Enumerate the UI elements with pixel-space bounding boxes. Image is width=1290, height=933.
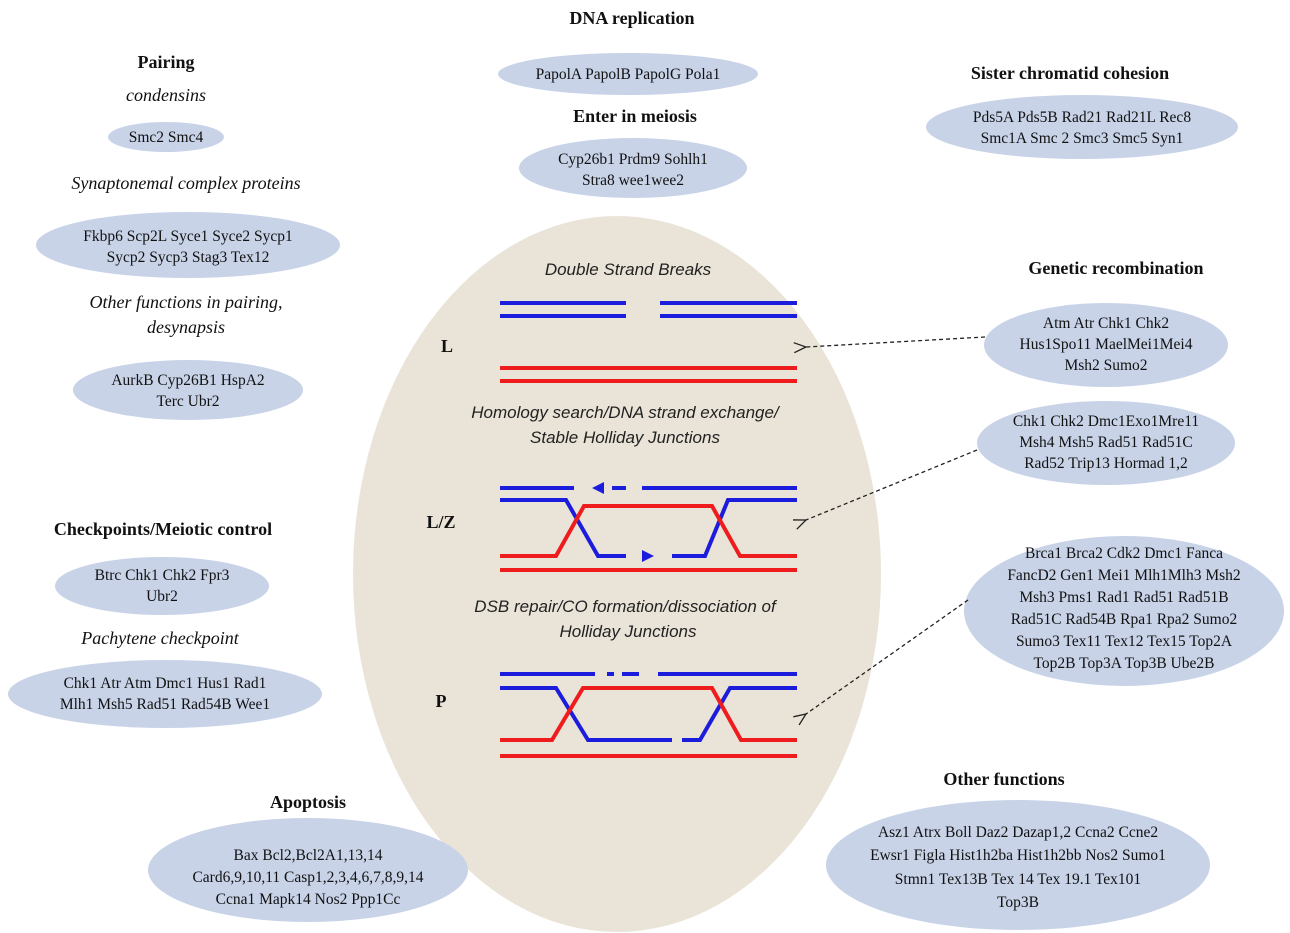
other-functions-line4: Top3B xyxy=(997,894,1039,911)
recombination-group1-line1: Atm Atr Chk1 Chk2 xyxy=(1043,315,1169,332)
checkpoints-title: Checkpoints/Meiotic control xyxy=(54,519,272,539)
recombination-group2-bubble xyxy=(977,401,1235,485)
apoptosis-genes-line3: Ccna1 Mapk14 Nos2 Ppp1Cc xyxy=(216,891,401,908)
recombination-title: Genetic recombination xyxy=(1028,258,1203,278)
other-pairing-label-line2: desynapsis xyxy=(147,317,225,337)
sister-cohesion-title: Sister chromatid cohesion xyxy=(971,63,1169,83)
blue-crossing-strand-right xyxy=(682,686,797,742)
checkpoints-bubble xyxy=(55,557,269,615)
blue-crossing-strand-right xyxy=(672,498,797,558)
enter-meiosis-genes-line1: Cyp26b1 Prdm9 Sohlh1 xyxy=(558,151,708,168)
recombination-group2-line2: Msh4 Msh5 Rad51 Rad51C xyxy=(1019,434,1193,451)
red-crossing-strand xyxy=(500,686,797,742)
checkpoints-genes-line1: Btrc Chk1 Chk2 Fpr3 xyxy=(95,567,230,584)
dashed-arrow-to-L xyxy=(806,336,986,347)
recombination-group3-line6: Top2B Top3A Top3B Ube2B xyxy=(1034,655,1215,672)
recombination-group1-line3: Msh2 Sumo2 xyxy=(1064,357,1147,374)
process-homology-label-line1: Homology search/DNA strand exchange/ xyxy=(471,403,781,422)
other-pairing-bubble xyxy=(73,360,303,420)
recombination-group3-line4: Rad51C Rad54B Rpa1 Rpa2 Sumo2 xyxy=(1011,611,1237,628)
strand-exchange-chromatids xyxy=(500,486,797,572)
pachytene-genes-line2: Mlh1 Msh5 Rad51 Rad54B Wee1 xyxy=(60,696,270,713)
enter-meiosis-bubble xyxy=(519,138,747,198)
connector-arrows xyxy=(806,336,986,714)
recombination-group3-line5: Sumo3 Tex11 Tex12 Tex15 Top2A xyxy=(1016,633,1233,650)
process-dsb-label: Double Strand Breaks xyxy=(545,260,712,279)
process-repair-label-line1: DSB repair/CO formation/dissociation of xyxy=(474,597,778,616)
apoptosis-genes-line2: Card6,9,10,11 Casp1,2,3,4,6,7,8,9,14 xyxy=(192,869,423,886)
sc-proteins-bubble xyxy=(36,212,340,278)
other-functions-title: Other functions xyxy=(943,769,1064,789)
stage-label-leptotene-zygotene: L/Z xyxy=(426,512,455,532)
blue-crossing-strand-left xyxy=(500,686,672,742)
meiosis-stages-ellipse xyxy=(353,216,881,932)
pachytene-bubble xyxy=(8,660,322,728)
stage-label-leptotene: L xyxy=(441,336,453,356)
recombination-group2-line1: Chk1 Chk2 Dmc1Exo1Mre11 xyxy=(1013,413,1199,430)
other-pairing-genes-line1: AurkB Cyp26B1 HspA2 xyxy=(111,372,264,389)
dashed-arrow-to-P xyxy=(806,599,969,714)
process-homology-label-line2: Stable Holliday Junctions xyxy=(530,428,720,447)
sister-cohesion-bubble xyxy=(926,95,1238,159)
pairing-title: Pairing xyxy=(138,52,195,72)
apoptosis-bubble xyxy=(148,818,468,922)
condensins-bubble xyxy=(108,122,224,152)
recombination-group1-line2: Hus1Spo11 MaelMei1Mei4 xyxy=(1020,336,1193,353)
blue-crossing-strand-left xyxy=(500,498,626,558)
other-functions-line2: Ewsr1 Figla Hist1h2ba Hist1h2bb Nos2 Sum… xyxy=(870,847,1166,864)
blue-right-arrowhead xyxy=(642,550,654,562)
dna-replication-genes: PapolA PapolB PapolG Pola1 xyxy=(536,66,721,83)
other-functions-line3: Stmn1 Tex13B Tex 14 Tex 19.1 Tex101 xyxy=(895,871,1141,888)
other-functions-bubble xyxy=(826,800,1210,930)
checkpoints-genes-line2: Ubr2 xyxy=(146,588,178,605)
recombination-group3-line1: Brca1 Brca2 Cdk2 Dmc1 Fanca xyxy=(1025,545,1223,562)
dna-replication-bubble xyxy=(498,53,758,95)
other-pairing-genes-line2: Terc Ubr2 xyxy=(156,393,219,410)
process-repair-label-line2: Holliday Junctions xyxy=(559,622,697,641)
dsb-chromatids xyxy=(500,301,797,383)
apoptosis-title: Apoptosis xyxy=(270,792,346,812)
sc-genes-line1: Fkbp6 Scp2L Syce1 Syce2 Sycp1 xyxy=(83,228,293,245)
stage-label-pachytene: P xyxy=(436,691,447,711)
condensins-label: condensins xyxy=(126,85,206,105)
other-functions-line1: Asz1 Atrx Boll Daz2 Dazap1,2 Ccna2 Ccne2 xyxy=(878,824,1158,841)
recombination-group1-bubble xyxy=(984,303,1228,387)
sister-cohesion-genes-line1: Pds5A Pds5B Rad21 Rad21L Rec8 xyxy=(973,109,1191,126)
pachytene-label: Pachytene checkpoint xyxy=(80,628,239,648)
recombination-group3-line2: FancD2 Gen1 Mei1 Mlh1Mlh3 Msh2 xyxy=(1007,567,1240,584)
dna-replication-title: DNA replication xyxy=(569,8,694,28)
sister-cohesion-genes-line2: Smc1A Smc 2 Smc3 Smc5 Syn1 xyxy=(981,130,1184,147)
recombination-group3-line3: Msh3 Pms1 Rad1 Rad51 Rad51B xyxy=(1019,589,1228,606)
apoptosis-genes-line1: Bax Bcl2,Bcl2A1,13,14 xyxy=(234,847,383,864)
enter-meiosis-genes-line2: Stra8 wee1wee2 xyxy=(582,172,684,189)
enter-meiosis-title: Enter in meiosis xyxy=(573,106,697,126)
other-pairing-label-line1: Other functions in pairing, xyxy=(90,292,283,312)
dashed-arrow-to-LZ xyxy=(806,449,978,520)
sc-proteins-label: Synaptonemal complex proteins xyxy=(71,173,300,193)
pachytene-genes-line1: Chk1 Atr Atm Dmc1 Hus1 Rad1 xyxy=(64,675,267,692)
red-crossing-strand xyxy=(500,504,797,558)
recombination-group3-bubble xyxy=(964,536,1284,686)
sc-genes-line2: Sycp2 Sycp3 Stag3 Tex12 xyxy=(107,249,270,266)
gene-bubbles xyxy=(8,53,1284,930)
blue-left-arrowhead xyxy=(592,482,604,494)
recombination-group2-line3: Rad52 Trip13 Hormad 1,2 xyxy=(1024,455,1188,472)
condensins-genes: Smc2 Smc4 xyxy=(129,129,204,146)
holliday-junction-chromatids xyxy=(500,672,797,758)
